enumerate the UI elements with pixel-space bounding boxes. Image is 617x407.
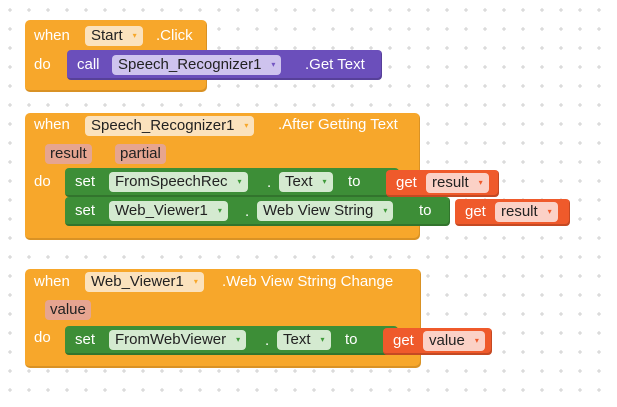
get-value-block[interactable]: get value ▾ [383,328,492,355]
chevron-down-icon: ▾ [474,336,479,345]
chevron-down-icon: ▾ [236,335,241,344]
property-label: Web View String [263,202,374,219]
component-dropdown-webviewer[interactable]: Web_Viewer1 ▾ [109,201,228,221]
get-keyword: get [465,203,486,220]
component-dropdown-fromwebviewer[interactable]: FromWebViewer ▾ [109,330,247,350]
chevron-down-icon: ▾ [322,177,327,186]
param-partial[interactable]: partial [115,144,166,164]
when-keyword: when [34,273,70,290]
chevron-down-icon: ▾ [193,277,198,286]
when-keyword: when [34,116,70,133]
chevron-down-icon: ▾ [132,31,137,40]
do-keyword: do [34,56,51,73]
to-keyword: to [345,331,358,348]
event-name: .Click [156,27,193,44]
set-fromwebviewer-text-block[interactable]: set FromWebViewer ▾ . Text ▾ to [65,326,398,355]
variable-label: value [429,332,465,349]
dot-separator: . [265,332,270,349]
variable-label: result [501,203,538,220]
when-keyword: when [34,27,70,44]
do-keyword: do [34,173,51,190]
property-label: Text [283,331,311,348]
get-result-block[interactable]: get result ▾ [386,170,499,197]
set-webviewer-string-block[interactable]: set Web_Viewer1 ▾ . Web View String ▾ to [65,197,450,226]
component-dropdown-start[interactable]: Start ▾ [85,26,143,46]
call-get-text-block[interactable]: call Speech_Recognizer1 ▾ .Get Text [67,50,382,80]
event-name: .After Getting Text [278,116,398,133]
event-block-start-click[interactable]: when Start ▾ .Click do call Speech_Recog… [25,20,382,92]
property-dropdown-text[interactable]: Text ▾ [279,172,333,192]
get-keyword: get [393,332,414,349]
set-fromspeechrec-text-block[interactable]: set FromSpeechRec ▾ . Text ▾ to [65,168,399,197]
param-result[interactable]: result [45,144,92,164]
dot-separator: . [245,203,250,220]
set-keyword: set [75,202,96,219]
component-label: Speech_Recognizer1 [91,117,235,134]
do-keyword: do [34,329,51,346]
chevron-down-icon: ▾ [547,207,552,216]
param-value[interactable]: value [45,300,91,320]
property-label: Text [285,173,313,190]
variable-dropdown-value[interactable]: value ▾ [423,331,485,351]
component-dropdown-speech-recognizer[interactable]: Speech_Recognizer1 ▾ [85,116,255,136]
to-keyword: to [348,173,361,190]
chevron-down-icon: ▾ [244,121,249,130]
component-label: Web_Viewer1 [115,202,208,219]
chevron-down-icon: ▾ [383,206,388,215]
chevron-down-icon: ▾ [217,206,222,215]
component-dropdown-fromspeechrec[interactable]: FromSpeechRec ▾ [109,172,248,192]
event-block-after-getting-text[interactable]: when Speech_Recognizer1 ▾ .After Getting… [25,113,570,240]
component-label: FromSpeechRec [115,173,228,190]
chevron-down-icon: ▾ [271,60,276,69]
to-keyword: to [419,202,432,219]
variable-dropdown-result[interactable]: result ▾ [426,173,489,193]
variable-label: result [432,174,469,191]
variable-dropdown-result[interactable]: result ▾ [495,202,558,222]
event-block-web-view-string-change[interactable]: when Web_Viewer1 ▾ .Web View String Chan… [25,269,492,368]
get-result-block[interactable]: get result ▾ [455,199,570,226]
event-name: .Web View String Change [222,273,394,290]
component-label: Web_Viewer1 [91,273,184,290]
get-keyword: get [396,174,417,191]
dot-separator: . [267,174,272,191]
chevron-down-icon: ▾ [320,335,325,344]
component-dropdown-speech-recognizer[interactable]: Speech_Recognizer1 ▾ [112,55,282,75]
chevron-down-icon: ▾ [237,177,242,186]
call-keyword: call [77,56,100,73]
component-label: Speech_Recognizer1 [118,56,262,73]
set-keyword: set [75,331,96,348]
component-label: Start [91,27,123,44]
property-dropdown-web-view-string[interactable]: Web View String ▾ [257,201,394,221]
component-dropdown-webviewer[interactable]: Web_Viewer1 ▾ [85,272,204,292]
property-dropdown-text[interactable]: Text ▾ [277,330,331,350]
set-keyword: set [75,173,96,190]
method-name: .Get Text [305,56,365,73]
chevron-down-icon: ▾ [478,178,483,187]
component-label: FromWebViewer [115,331,227,348]
